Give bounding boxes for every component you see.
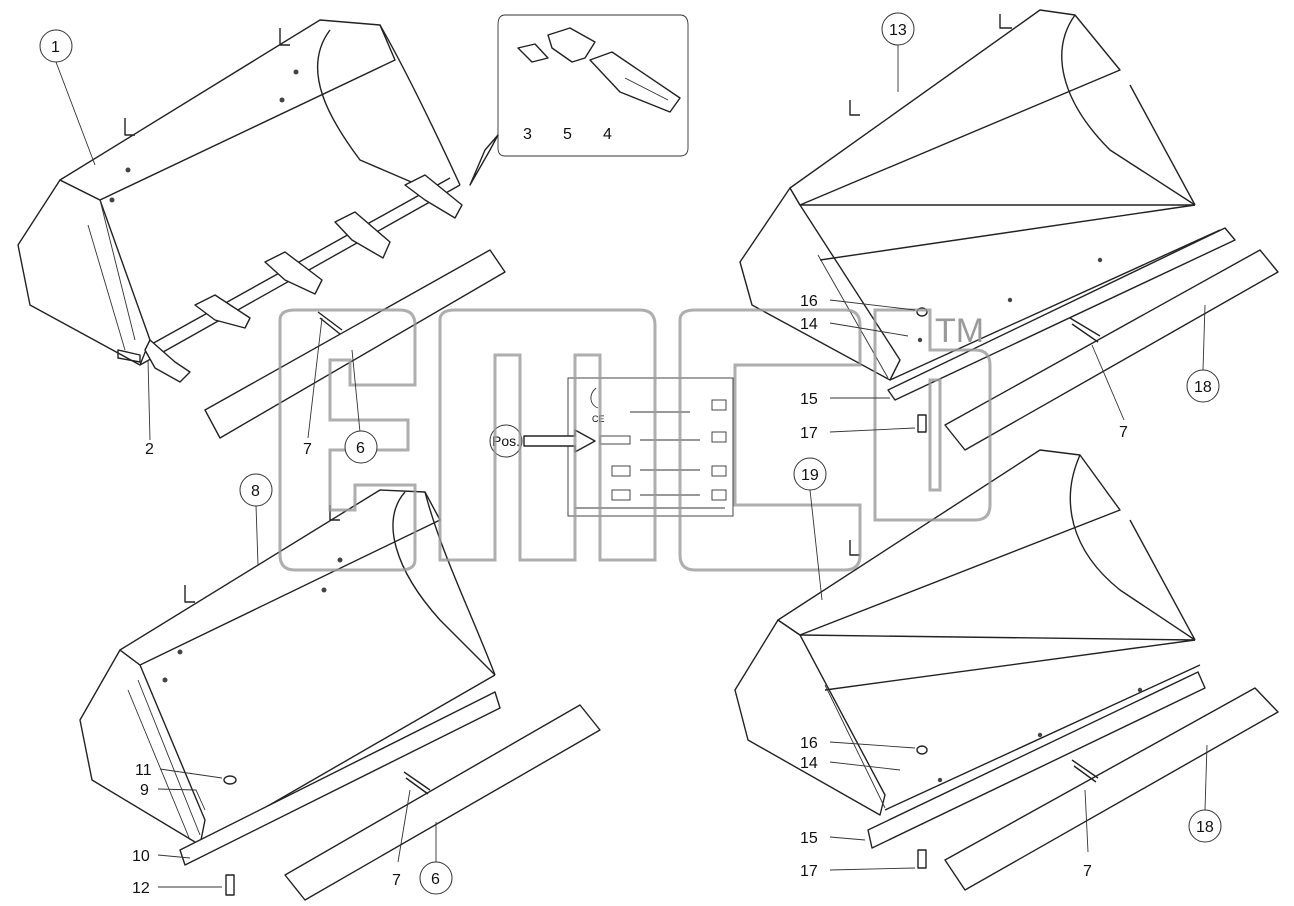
- bucket-teeth: [144, 174, 463, 383]
- label-15: 15: [800, 830, 818, 847]
- label-7: 7: [1119, 424, 1128, 441]
- label-14: 14: [800, 316, 818, 333]
- leader-lines: [55, 44, 1208, 888]
- pos-callout: Pos.: [489, 424, 596, 458]
- label-16: 16: [800, 735, 818, 752]
- label-17: 17: [800, 863, 818, 880]
- callout-circle: [1186, 369, 1220, 403]
- bucket-13: [739, 9, 1236, 401]
- label-3: 3: [523, 126, 532, 143]
- label-7: 7: [392, 872, 401, 889]
- cutting-edge-bar: [204, 249, 506, 439]
- label-9: 9: [140, 782, 149, 799]
- callout-circle: [419, 861, 453, 895]
- label-17: 17: [800, 425, 818, 442]
- label-7: 7: [303, 441, 312, 458]
- label-5: 5: [563, 126, 572, 143]
- label-18: 18: [1196, 819, 1214, 836]
- watermark-logo: TM: [278, 308, 992, 572]
- label-6: 6: [356, 440, 365, 457]
- name-plate: CE: [567, 377, 734, 517]
- wear-strip-18-top: [944, 249, 1279, 451]
- label-1: 1: [51, 39, 60, 56]
- label-19: 19: [801, 467, 819, 484]
- bucket-19: [734, 449, 1206, 849]
- trademark-sign: TM: [935, 312, 984, 350]
- ce-mark: CE: [592, 414, 605, 424]
- label-4: 4: [603, 126, 612, 143]
- callout-circle: [793, 457, 827, 491]
- callout-circle: [344, 430, 378, 464]
- label-7: 7: [1083, 863, 1092, 880]
- pos-label: Pos.: [492, 433, 520, 449]
- fasteners: [223, 307, 1101, 896]
- callouts: 1 2 3 5 4 7 6 13 16 14 15 17 7 18 8 19 1…: [39, 12, 1222, 897]
- label-6: 6: [431, 871, 440, 888]
- wear-strip-6-bottom: [284, 704, 601, 901]
- label-14: 14: [800, 755, 818, 772]
- label-16: 16: [800, 293, 818, 310]
- tooth-detail-box: [469, 14, 689, 186]
- label-8: 8: [251, 483, 260, 500]
- callout-circle: [39, 29, 73, 63]
- label-2: 2: [145, 441, 154, 458]
- bucket-with-teeth: [17, 19, 463, 383]
- wear-strip-18-bottom: [944, 687, 1279, 891]
- callout-circle: [1188, 809, 1222, 843]
- label-15: 15: [800, 391, 818, 408]
- callout-circle: [239, 473, 273, 507]
- bucket-8: [79, 489, 501, 866]
- label-11: 11: [135, 762, 152, 779]
- label-13: 13: [889, 22, 907, 39]
- label-18: 18: [1194, 379, 1212, 396]
- label-10: 10: [132, 848, 150, 865]
- callout-circle: [881, 12, 915, 46]
- label-12: 12: [132, 880, 150, 897]
